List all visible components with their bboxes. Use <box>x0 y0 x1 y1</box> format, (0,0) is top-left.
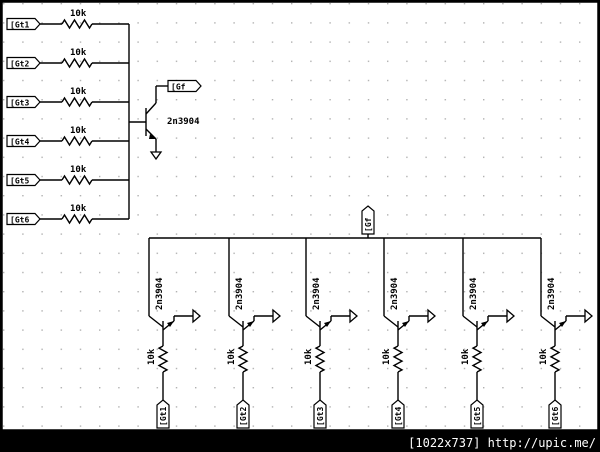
stage-6: 2n3904 10k [Gt6 <box>539 238 593 429</box>
stage-resistor <box>549 345 561 373</box>
emitter-arrow <box>402 321 409 327</box>
input-flag-4-label: [Gt4 <box>10 138 29 147</box>
footer-text: [1022x737] http://upic.me/ <box>408 436 596 450</box>
transistor-collector-leg <box>228 315 244 328</box>
collector-transistor-label: 2n3904 <box>167 117 200 127</box>
stage-resistor-label: 10k <box>461 348 471 365</box>
grid-dots <box>2 2 598 430</box>
stage-flag-label: [Gt4 <box>394 407 403 426</box>
emitter-arrow <box>481 321 488 327</box>
stage-flag <box>156 399 170 429</box>
input-flag-2 <box>6 56 41 70</box>
ground-symbol <box>149 151 163 161</box>
input-flag-5 <box>6 173 41 187</box>
resistor-label-6: 10k <box>70 204 87 214</box>
stage-flag-label: [Gt5 <box>473 407 482 426</box>
stage-resistor-label: 10k <box>227 348 237 365</box>
ground-symbol <box>272 308 281 324</box>
resistor-r3 <box>61 96 93 108</box>
input-flag-4 <box>6 134 41 148</box>
stage-flag <box>470 399 484 429</box>
transistor-collector-leg <box>462 315 478 328</box>
stage-2: 2n3904 10k [Gt2 <box>227 238 281 429</box>
transistor-collector-leg <box>305 315 321 328</box>
bus-section: [Gf <box>149 205 541 239</box>
stage-resistor-label: 10k <box>304 348 314 365</box>
emitter-arrow <box>247 321 254 327</box>
stage-resistor <box>471 345 483 373</box>
ground-symbol <box>584 308 593 324</box>
resistor-label-1: 10k <box>70 9 87 19</box>
input-flag-5-label: [Gt5 <box>10 177 29 186</box>
stage-transistor-label: 2n3904 <box>155 277 165 310</box>
emitter-arrow <box>167 321 174 327</box>
stage-transistor-label: 2n3904 <box>469 277 479 310</box>
emitter-arrow <box>559 321 566 327</box>
stage-5: 2n3904 10k [Gt5 <box>461 238 515 429</box>
stage-flag <box>236 399 250 429</box>
stage-resistor <box>157 345 169 373</box>
stage-flag <box>391 399 405 429</box>
stage-flag <box>313 399 327 429</box>
left-input-section: [Gt1 10k [Gt2 10k [Gt3 10k [Gt4 10k [Gt5 10k [Gt6 1… <box>6 9 130 226</box>
input-flag-6-label: [Gt6 <box>10 216 29 225</box>
stage-resistor-label: 10k <box>539 348 549 365</box>
stage-resistor-label: 10k <box>147 348 157 365</box>
resistor-label-5: 10k <box>70 165 87 175</box>
collector-output-flag-label: [Gf <box>171 83 186 92</box>
resistor-r6 <box>61 213 93 225</box>
stage-resistor <box>237 345 249 373</box>
input-flag-2-label: [Gt2 <box>10 60 29 69</box>
stage-flag-label: [Gt2 <box>239 407 248 426</box>
stage-1: 2n3904 10k [Gt1 <box>147 238 201 429</box>
stage-transistor-label: 2n3904 <box>235 277 245 310</box>
stage-transistor-label: 2n3904 <box>312 277 322 310</box>
stage-resistor <box>314 345 326 373</box>
transistor-collector-leg <box>540 315 556 328</box>
resistor-r4 <box>61 135 93 147</box>
bus-flag-label: [Gf <box>364 217 373 232</box>
stage-transistor-label: 2n3904 <box>547 277 557 310</box>
input-flag-3-label: [Gt3 <box>10 99 29 108</box>
resistor-r5 <box>61 174 93 186</box>
transistor-collector-leg <box>145 102 157 115</box>
resistor-label-2: 10k <box>70 48 87 58</box>
stage-resistor-label: 10k <box>382 348 392 365</box>
resistor-label-4: 10k <box>70 126 87 136</box>
transistor-collector-leg <box>383 315 399 328</box>
stage-3: 2n3904 10k [Gt3 <box>304 238 358 429</box>
ground-symbol <box>349 308 358 324</box>
ground-symbol <box>192 308 201 324</box>
ground-symbol <box>506 308 515 324</box>
stage-flag-label: [Gt3 <box>316 407 325 426</box>
resistor-r2 <box>61 57 93 69</box>
resistor-r1 <box>61 18 93 30</box>
collector-output-flag <box>167 79 202 93</box>
transistor-collector-leg <box>148 315 164 328</box>
emitter-arrow <box>149 134 156 139</box>
stage-transistor-label: 2n3904 <box>390 277 400 310</box>
input-flag-1 <box>6 17 41 31</box>
transistor-emitter-leg <box>145 128 157 140</box>
stage-4: 2n3904 10k [Gt4 <box>382 238 436 429</box>
collector-transistor-section: [Gf 2n3904 <box>129 79 202 161</box>
stage-section: 2n390410k[Gt12n390410k[Gt22n390410k[Gt32… <box>147 238 593 429</box>
input-flag-1-label: [Gt1 <box>10 21 29 30</box>
input-flag-3 <box>6 95 41 109</box>
input-flag-6 <box>6 212 41 226</box>
emitter-arrow <box>324 321 331 327</box>
resistor-label-3: 10k <box>70 87 87 97</box>
stage-flag-label: [Gt6 <box>551 407 560 426</box>
stage-flag <box>548 399 562 429</box>
stage-flag-label: [Gt1 <box>159 407 168 426</box>
ground-symbol <box>427 308 436 324</box>
stage-resistor <box>392 345 404 373</box>
